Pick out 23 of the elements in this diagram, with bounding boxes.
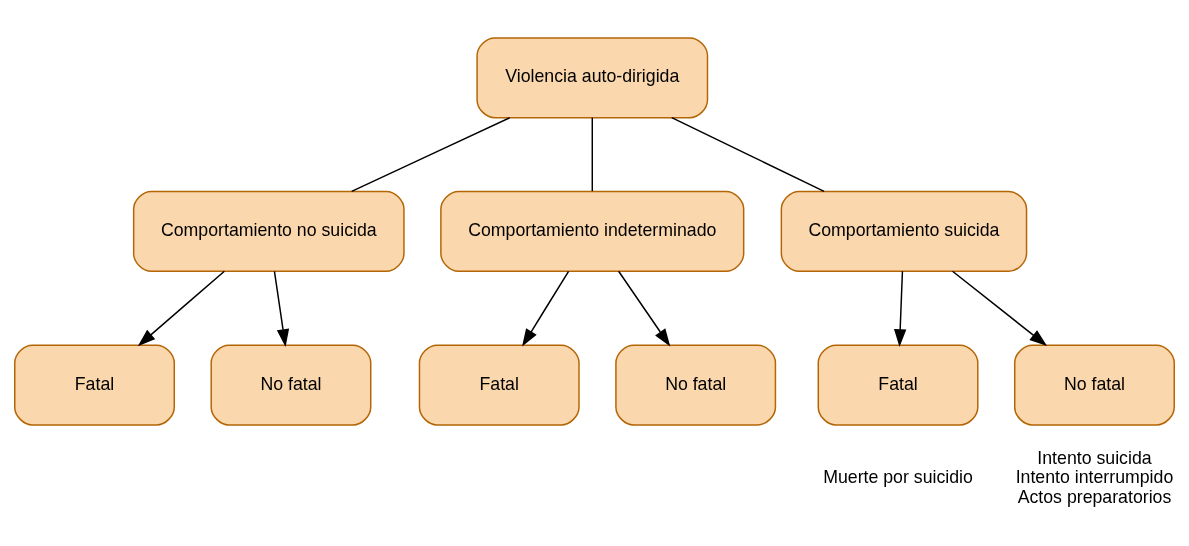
- node-box: Violencia auto-dirigida: [476, 36, 709, 118]
- arrow: [951, 270, 1048, 346]
- node-box: Fatal: [14, 343, 175, 426]
- node-box: Comportamiento indeterminado: [440, 190, 745, 272]
- connector: [350, 116, 511, 192]
- node-box: No fatal: [1014, 343, 1175, 426]
- node-box: No fatal: [615, 343, 777, 426]
- node-label: Intento suicida: [1037, 447, 1152, 468]
- node-box: No fatal: [210, 343, 372, 426]
- node-box: Fatal: [418, 343, 580, 426]
- node-label: Muerte por suicidio: [823, 466, 973, 487]
- node-label: Intento interrumpido: [1015, 466, 1174, 487]
- node-box: Fatal: [817, 343, 979, 426]
- arrow: [273, 270, 290, 347]
- arrow: [137, 270, 226, 346]
- node-box: Comportamiento suicida: [780, 190, 1028, 272]
- arrow: [522, 270, 570, 347]
- arrow: [893, 270, 907, 347]
- arrow: [617, 270, 671, 347]
- node-label: Actos preparatorios: [1017, 486, 1172, 507]
- connector: [591, 116, 593, 192]
- node-box: Comportamiento no suicida: [132, 190, 405, 272]
- connector: [671, 116, 825, 192]
